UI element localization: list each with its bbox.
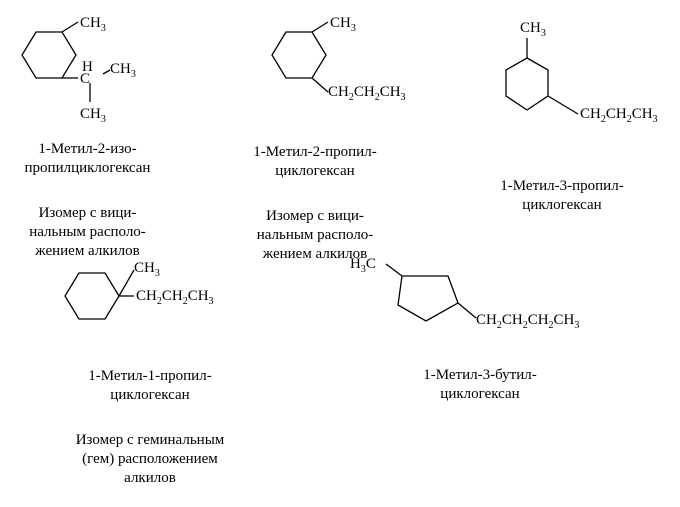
isopropyl-methyl-bond-a [102, 69, 111, 75]
cyclohexane-ring-2 [271, 31, 327, 79]
caption-2: 1-Метил-2-пропил- циклогексан Изомер с в… [235, 124, 395, 283]
compound-name: 1-Метил-3-бутил- циклогексан [423, 367, 537, 402]
compound-name: 1-Метил-2-пропил- циклогексан [253, 144, 377, 179]
propyl-bond [311, 77, 329, 93]
structure-2: CH3 CH2CH2CH3 [271, 15, 406, 103]
label-chain: CH2CH2CH3 [328, 84, 406, 103]
label-ch3-c: CH3 [80, 106, 106, 125]
label-chain: CH2CH2CH3 [580, 106, 658, 125]
caption-1: 1-Метил-2-изо- пропилциклогексан Изомер … [10, 121, 165, 280]
cyclohexane-ring-4 [64, 272, 120, 320]
compound-name: 1-Метил-2-изо- пропилциклогексан [24, 141, 151, 176]
compound-name: 1-Метил-1-пропил- циклогексан [88, 368, 212, 403]
structure-4: CH3 CH2CH2CH3 [64, 260, 214, 320]
methyl-bond [311, 21, 329, 33]
label-chain: CH2CH2CH2CH3 [476, 312, 579, 331]
caption-4: 1-Метил-1-пропил- циклогексан Изомер с г… [55, 348, 245, 507]
butyl-bond [457, 302, 477, 319]
caption-5: 1-Метил-3-бутил- циклогексан [400, 347, 560, 423]
label-ch3: CH3 [134, 260, 160, 279]
compound-name: 1-Метил-3-пропил- циклогексан [500, 178, 624, 213]
structure-1: CH3 H C CH3 CH3 [21, 15, 136, 125]
cyclohexane-ring-3 [505, 57, 549, 111]
label-ch3-b: CH3 [110, 61, 136, 80]
label-c: C [80, 71, 90, 87]
cyclohexane-ring-1 [21, 31, 77, 79]
label-ch3: H3C [350, 256, 376, 275]
propyl-bond [547, 95, 579, 115]
label-ch3: CH3 [80, 15, 106, 34]
label-ch3: CH3 [520, 20, 546, 39]
methyl-bond [61, 21, 79, 33]
methyl-bond [385, 263, 403, 277]
label-h: H [82, 59, 93, 75]
compound-note: Изомер с вици- нальным располо- жением а… [29, 205, 146, 259]
compound-note: Изомер с вици- нальным располо- жением а… [256, 208, 374, 262]
label-ch3: CH3 [330, 15, 356, 34]
compound-note: Изомер с геминальным (гем) расположением… [75, 432, 225, 486]
structure-5: H3C CH2CH2CH2CH3 [350, 256, 579, 331]
structure-3: CH3 CH2CH2CH3 [505, 20, 658, 125]
label-chain: CH2CH2CH3 [136, 288, 214, 307]
methyl-bond [118, 269, 135, 297]
caption-3: 1-Метил-3-пропил- циклогексан [482, 158, 642, 234]
cyclopentane-ring [397, 275, 459, 322]
structures-canvas: CH3 H C CH3 CH3 CH3 CH2CH2CH3 CH3 CH2CH2… [21, 15, 658, 331]
